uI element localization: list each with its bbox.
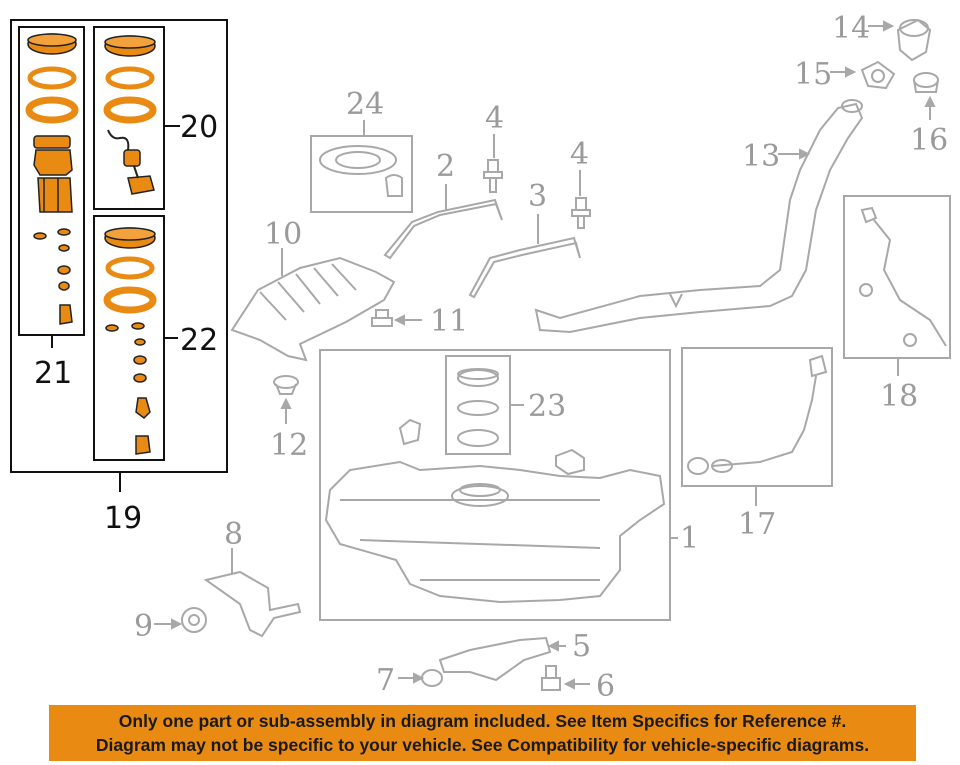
callout-1: 1 [680,521,699,556]
callout-24: 24 [346,87,384,122]
part-18-frame [843,195,951,359]
callout-20: 20 [180,110,218,145]
part-17-frame [681,347,833,487]
callout-4a: 4 [485,101,504,136]
disclaimer-line-2: Diagram may not be specific to your vehi… [95,735,870,755]
assembly-20-frame [93,26,165,210]
disclaimer-banner: Only one part or sub-assembly in diagram… [49,705,916,761]
callout-21: 21 [34,356,72,391]
callout-numbers: 20 21 22 19 24 4 4 2 3 10 11 12 23 1 13 … [34,11,948,704]
part-24-frame [310,135,413,213]
assembly-22-frame [93,215,165,461]
callout-3: 3 [528,179,547,214]
part-1-frame [319,349,671,621]
assembly-22-parts [103,227,157,455]
callout-13: 13 [742,139,780,174]
callout-14: 14 [832,11,870,46]
callout-2: 2 [436,149,455,184]
callout-4b: 4 [570,137,589,172]
assembly-21-parts [25,33,79,325]
assembly-20-parts [103,35,157,195]
callout-23: 23 [528,389,566,424]
callout-9: 9 [134,609,153,644]
callout-18: 18 [880,379,918,414]
callout-5: 5 [572,629,591,664]
disclaimer-line-1: Only one part or sub-assembly in diagram… [118,711,847,731]
fuel-pump-assembly-group [10,19,228,492]
callout-15: 15 [794,57,832,92]
callout-19: 19 [104,501,142,536]
callout-16: 16 [910,123,948,158]
callout-12: 12 [270,428,308,463]
callout-11: 11 [430,304,468,339]
callout-7: 7 [376,663,395,698]
callout-6: 6 [596,669,615,704]
callout-10: 10 [264,217,302,252]
grey-parts [154,18,951,691]
callout-17: 17 [738,507,776,542]
callout-22: 22 [180,323,218,358]
callout-8: 8 [224,517,243,552]
